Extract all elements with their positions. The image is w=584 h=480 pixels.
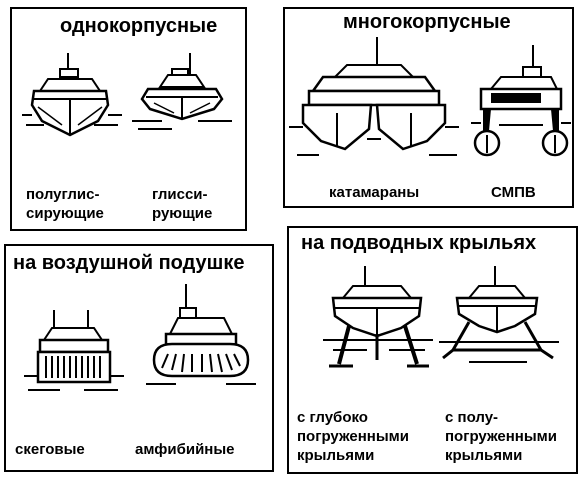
label-catamarans: катамараны [329, 184, 420, 201]
panel-aircushion: на воздушной подушке скеговые амфибийные [4, 244, 274, 472]
amphibious-hovercraft-icon [146, 284, 256, 385]
swath-icon [471, 45, 571, 157]
panel-hydrofoil: на подводных крыльях с глубоко погруженн… [287, 226, 578, 474]
panel-title-monohull: однокорпусные [60, 15, 218, 37]
fully-submerged-hydrofoil-icon [323, 266, 433, 368]
panel-title-aircushion: на воздушной подушке [13, 252, 245, 274]
label-swath: СМПВ [491, 184, 536, 201]
label-amphibious: амфибийные [135, 441, 235, 458]
label-planing: глисси- рующие [152, 186, 213, 222]
label-fully-submerged: с глубоко погруженными крыльями [297, 409, 409, 464]
catamaran-icon [289, 37, 459, 156]
label-semi-planing: полуглис- сирующие [26, 186, 104, 222]
label-sidewall: скеговые [15, 441, 85, 458]
planing-boat-icon [132, 53, 232, 130]
surface-piercing-hydrofoil-icon [439, 266, 559, 363]
label-surface-piercing: с полу- погруженными крыльями [445, 409, 557, 464]
panel-title-multihull: многокорпусные [343, 11, 511, 33]
sidewall-hovercraft-icon [24, 310, 124, 391]
panel-title-hydrofoil: на подводных крыльях [301, 232, 537, 254]
panel-monohull: однокорпусные полуглис- сирующие глисси- [10, 7, 247, 231]
panel-multihull: многокорпусные катамараны СМПВ [283, 7, 574, 208]
semi-planing-boat-icon [22, 53, 122, 137]
